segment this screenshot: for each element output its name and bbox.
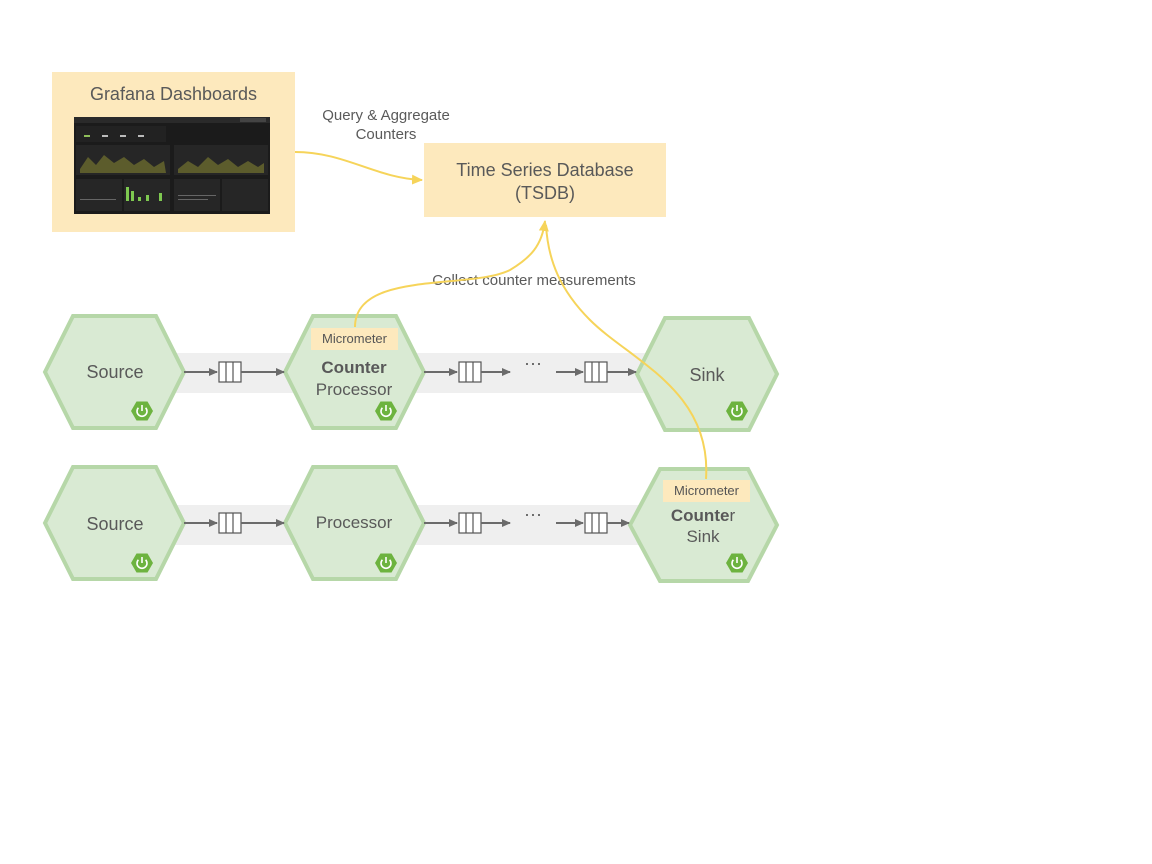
tsdb-title-line1: Time Series Database <box>456 160 634 180</box>
processor-to-tsdb-edge <box>354 220 549 328</box>
row1-counter-label: Counter <box>321 358 387 377</box>
row1-arrows <box>184 361 637 383</box>
row2-counter-bold: Counte <box>670 506 730 525</box>
queue-icon <box>218 512 242 534</box>
queue-icon <box>584 361 608 383</box>
row2-ellipsis: ··· <box>524 504 542 524</box>
tsdb-box: Time Series Database (TSDB) <box>424 143 666 217</box>
queue-icon <box>584 512 608 534</box>
spring-boot-power-icon <box>131 553 153 573</box>
spring-boot-power-icon <box>375 401 397 421</box>
row1-processor-label: Processor <box>315 380 393 399</box>
query-aggregate-label-line2: Counters <box>355 126 417 143</box>
row1-source-label: Source <box>86 362 144 382</box>
grafana-dashboards-box: Grafana Dashboards <box>52 72 295 232</box>
tsdb-title-line2: (TSDB) <box>515 183 575 203</box>
row1-micrometer-tag: Micrometer <box>311 328 398 350</box>
row2-counter-sink-title: Counter <box>643 505 763 527</box>
row2-sink-label: Sink <box>686 527 720 546</box>
spring-boot-power-icon <box>726 553 748 573</box>
spring-boot-power-icon <box>131 401 153 421</box>
collect-measurements-label: Collect counter measurements <box>432 272 636 289</box>
row2-counter-tail: r <box>729 506 736 525</box>
grafana-title: Grafana Dashboards <box>89 84 258 104</box>
row2-arrows <box>184 512 630 534</box>
spring-boot-power-icon <box>375 553 397 573</box>
queue-icon <box>458 512 482 534</box>
sink-to-tsdb-edge <box>545 224 708 480</box>
query-aggregate-label-line1: Query & Aggregate <box>322 107 450 124</box>
row1-ellipsis: ··· <box>524 353 542 373</box>
grafana-dashboard-thumbnail <box>74 117 270 214</box>
queue-icon <box>458 361 482 383</box>
queue-icon <box>218 361 242 383</box>
grafana-to-tsdb-edge <box>294 151 423 185</box>
row1-sink-label: Sink <box>689 365 725 385</box>
spring-boot-power-icon <box>726 401 748 421</box>
row2-source-label: Source <box>86 514 144 534</box>
row2-micrometer-tag: Micrometer <box>663 480 750 502</box>
row2-processor-label: Processor <box>315 513 393 532</box>
